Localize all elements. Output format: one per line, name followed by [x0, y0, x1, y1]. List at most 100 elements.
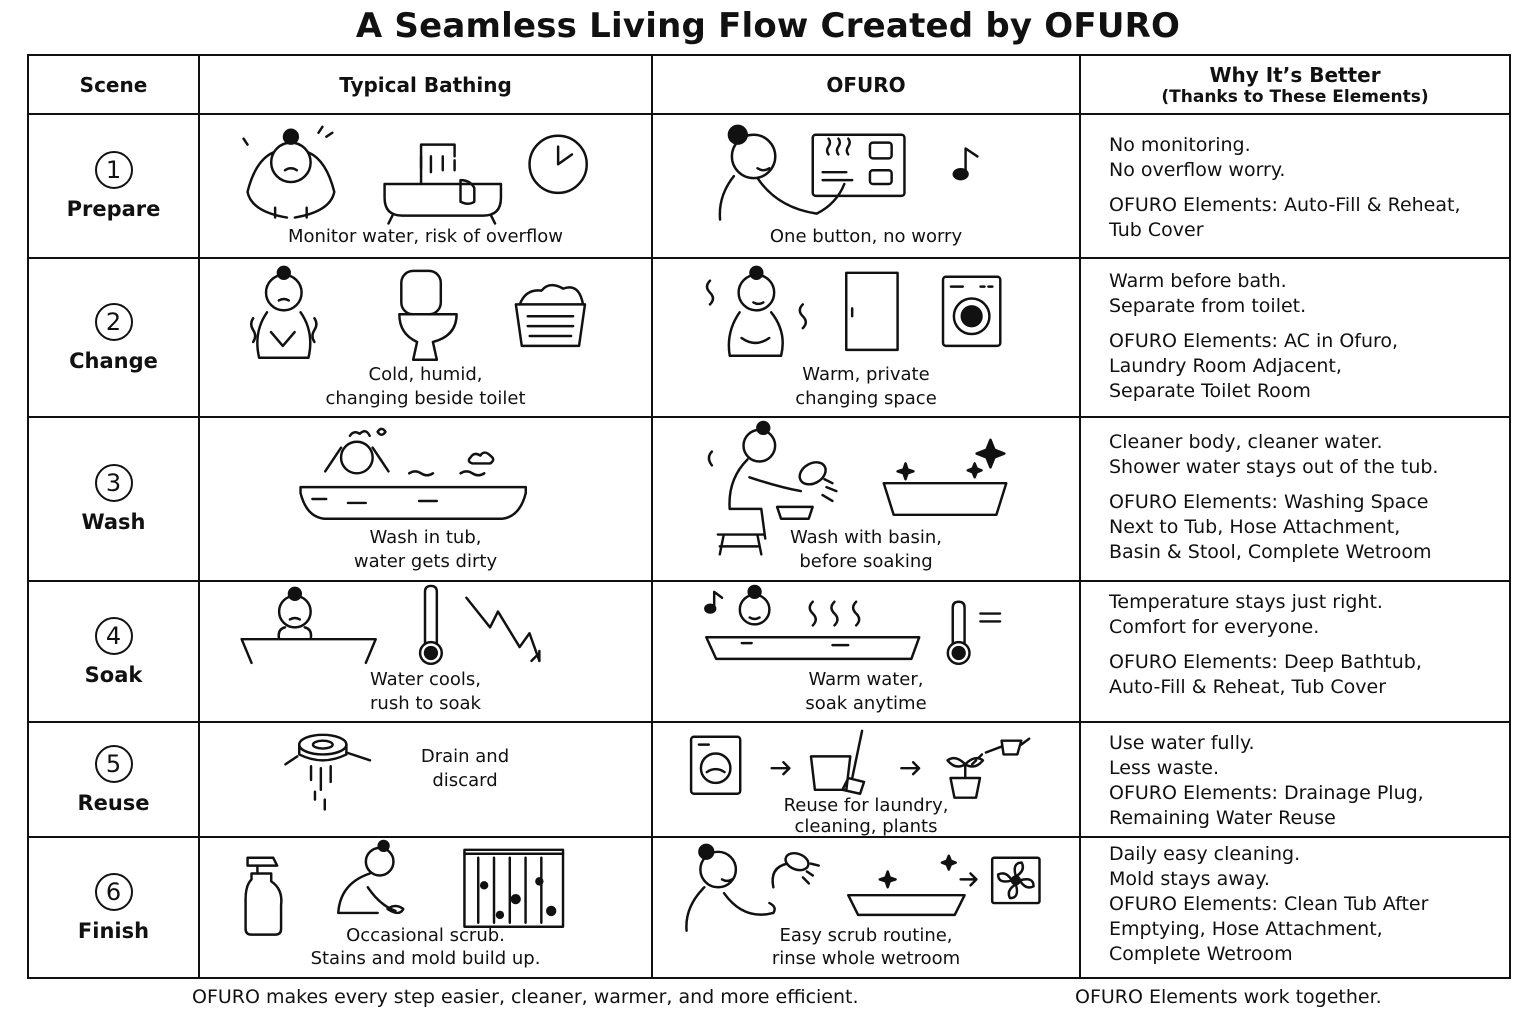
ofuro-caption: Wash with basin, before soaking	[789, 527, 943, 572]
scene-cell: 3 Wash	[27, 416, 200, 582]
scene-name: Wash	[81, 510, 146, 534]
typical-cell: Cold, humid, changing beside toilet	[198, 257, 653, 418]
typical-cell: Monitor water, risk of overflow	[198, 113, 653, 259]
elements-text: OFURO Elements: Drainage Plug, Remaining…	[1109, 782, 1424, 829]
header-why-title: Why It’s Better	[1209, 62, 1381, 87]
elements-text: OFURO Elements: Deep Bathtub, Auto-Fill …	[1109, 651, 1422, 698]
benefit-text: Warm before bath. Separate from toilet.	[1109, 270, 1307, 317]
shower-head-icon	[775, 461, 838, 520]
drain-plug-icon	[284, 733, 372, 811]
music-note-icon	[704, 590, 724, 614]
toilet-icon	[398, 269, 458, 361]
page-title: A Seamless Living Flow Created by OFURO	[355, 6, 1181, 46]
step-number-badge: 2	[94, 302, 133, 341]
why-cell: Daily easy cleaning. Mold stays away. OF…	[1079, 836, 1511, 979]
scene-cell: 4 Soak	[27, 580, 200, 723]
worried-person-icon	[242, 125, 336, 219]
typical-cell: Drain and discard	[198, 721, 653, 838]
typical-cell: Occasional scrub. Stains and mold build …	[198, 836, 653, 979]
scene-cell: 1 Prepare	[27, 113, 200, 259]
ofuro-caption: Reuse for laundry, cleaning, plants	[783, 795, 949, 837]
table-row: 4 Soak	[27, 580, 1511, 723]
why-cell: Temperature stays just right. Comfort fo…	[1079, 580, 1511, 723]
arrow-icon	[959, 872, 978, 887]
typical-caption: Cold, humid, changing beside toilet	[325, 364, 526, 409]
typical-illustration	[244, 839, 565, 936]
benefit-text: No monitoring. No overflow worry.	[1109, 134, 1286, 181]
spray-bottle-icon	[244, 856, 283, 936]
ofuro-caption: Warm, private changing space	[795, 364, 937, 409]
warm-person-icon	[705, 265, 807, 358]
header-scene: Scene	[27, 54, 200, 115]
typical-illustration	[284, 733, 372, 811]
ofuro-cell: Reuse for laundry, cleaning, plants	[651, 721, 1081, 838]
ofuro-cell: Wash with basin, before soaking	[651, 416, 1081, 582]
clean-tub-icon	[847, 854, 966, 917]
overflowing-bathtub-icon	[383, 143, 503, 225]
scene-name: Soak	[84, 662, 143, 687]
music-note-icon	[952, 147, 979, 181]
bathtub-with-person-icon	[299, 427, 527, 520]
step-number-badge: 3	[94, 464, 133, 502]
table-row: 2 Change	[27, 257, 1511, 418]
header-why-subtitle: (Thanks to These Elements)	[1161, 86, 1429, 107]
laundry-basket-icon	[514, 283, 587, 348]
step-number-badge: 1	[94, 151, 133, 189]
ofuro-cell: One button, no worry	[651, 113, 1081, 259]
elements-text: OFURO Elements: AC in Ofuro, Laundry Roo…	[1109, 330, 1399, 402]
moldy-curtain-icon	[463, 848, 565, 928]
footer-summary: OFURO makes every step easier, cleaner, …	[192, 986, 859, 1008]
table-row: 6 Finish	[27, 836, 1511, 979]
ventilation-fan-icon	[990, 856, 1041, 905]
washing-machine-icon	[941, 275, 1002, 348]
scene-name: Prepare	[66, 197, 161, 221]
ofuro-cell: Warm, private changing space	[651, 257, 1081, 418]
ofuro-illustration	[689, 729, 1031, 799]
person-scrubbing-icon	[685, 843, 776, 932]
ofuro-caption: Easy scrub routine, rinse whole wetroom	[771, 925, 961, 969]
ofuro-illustration	[685, 843, 1041, 932]
clock-icon	[528, 134, 588, 195]
typical-cell: Water cools, rush to soak	[198, 580, 653, 723]
arrow-icon	[900, 761, 921, 776]
scene-cell: 6 Finish	[27, 836, 200, 979]
typical-caption: Monitor water, risk of overflow	[287, 226, 564, 247]
header-typical-bathing: Typical Bathing	[198, 54, 653, 115]
elements-text: OFURO Elements: Washing Space Next to Tu…	[1109, 491, 1432, 563]
scene-name: Reuse	[77, 790, 150, 815]
arrow-icon	[770, 761, 791, 776]
ofuro-caption: One button, no worry	[769, 226, 963, 247]
table-row: 5 Reuse Drain and discard	[27, 721, 1511, 838]
ofuro-cell: Warm water, soak anytime	[651, 580, 1081, 723]
benefit-text: Use water fully. Less waste.	[1109, 732, 1255, 779]
why-cell: Warm before bath. Separate from toilet. …	[1079, 257, 1511, 418]
header-why-better: Why It’s Better (Thanks to These Element…	[1079, 54, 1511, 115]
thermometer-steady-icon	[946, 600, 1002, 666]
step-number-badge: 6	[94, 872, 133, 911]
happy-person-icon	[718, 124, 846, 221]
typical-caption: Water cools, rush to soak	[370, 669, 481, 714]
typical-illustration	[242, 125, 588, 225]
table-row: 3 Wash Wash in tub,	[27, 416, 1511, 582]
benefit-text: Cleaner body, cleaner water. Shower wate…	[1109, 431, 1439, 478]
why-cell: Use water fully. Less waste. OFURO Eleme…	[1079, 721, 1511, 838]
shower-head-icon	[771, 851, 820, 889]
scrubbing-person-icon	[337, 839, 405, 915]
scene-name: Finish	[77, 918, 150, 943]
falling-arrow-icon	[465, 596, 541, 663]
footer-note: OFURO Elements work together.	[1075, 986, 1382, 1008]
ofuro-caption: Warm water, soak anytime	[805, 669, 927, 714]
ofuro-illustration	[704, 584, 1002, 666]
benefit-text: Temperature stays just right. Comfort fo…	[1109, 591, 1383, 638]
table-header-row: Scene Typical Bathing OFURO Why It’s Bet…	[27, 54, 1511, 115]
door-icon	[845, 271, 899, 352]
table-row: 1 Prepare	[27, 113, 1511, 259]
scene-name: Change	[69, 348, 158, 373]
cold-person-icon	[249, 265, 318, 359]
warm-bathtub-icon	[705, 584, 921, 661]
scene-cell: 2 Change	[27, 257, 200, 418]
typical-illustration	[249, 265, 587, 361]
step-number-badge: 5	[94, 744, 133, 783]
ofuro-illustration	[707, 420, 1008, 556]
typical-caption: Occasional scrub. Stains and mold build …	[310, 925, 541, 969]
